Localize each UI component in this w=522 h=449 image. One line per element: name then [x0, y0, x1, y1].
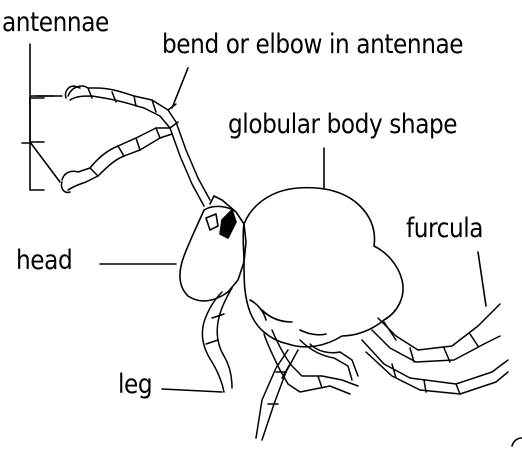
label-bend-or-elbow: bend or elbow in antennae [162, 30, 463, 60]
furcula-shape [362, 304, 508, 394]
label-antennae: antennae [2, 8, 109, 38]
label-globular-body: globular body shape [228, 110, 457, 140]
leg-leader [162, 389, 222, 392]
furcula-leader [478, 252, 486, 306]
bend-leader [172, 68, 188, 108]
antennae [61, 86, 210, 206]
antennae-bracket-arms [36, 96, 54, 142]
body-shape [243, 188, 403, 347]
label-leg: leg [118, 370, 152, 400]
eye-patch [220, 210, 236, 238]
corner-mark [512, 438, 522, 446]
antennae-bracket [30, 44, 62, 182]
label-furcula: furcula [406, 214, 483, 244]
legs [202, 288, 358, 440]
head-shape [180, 196, 246, 301]
antennae-bracket-clean [22, 98, 44, 190]
label-head: head [16, 246, 72, 276]
